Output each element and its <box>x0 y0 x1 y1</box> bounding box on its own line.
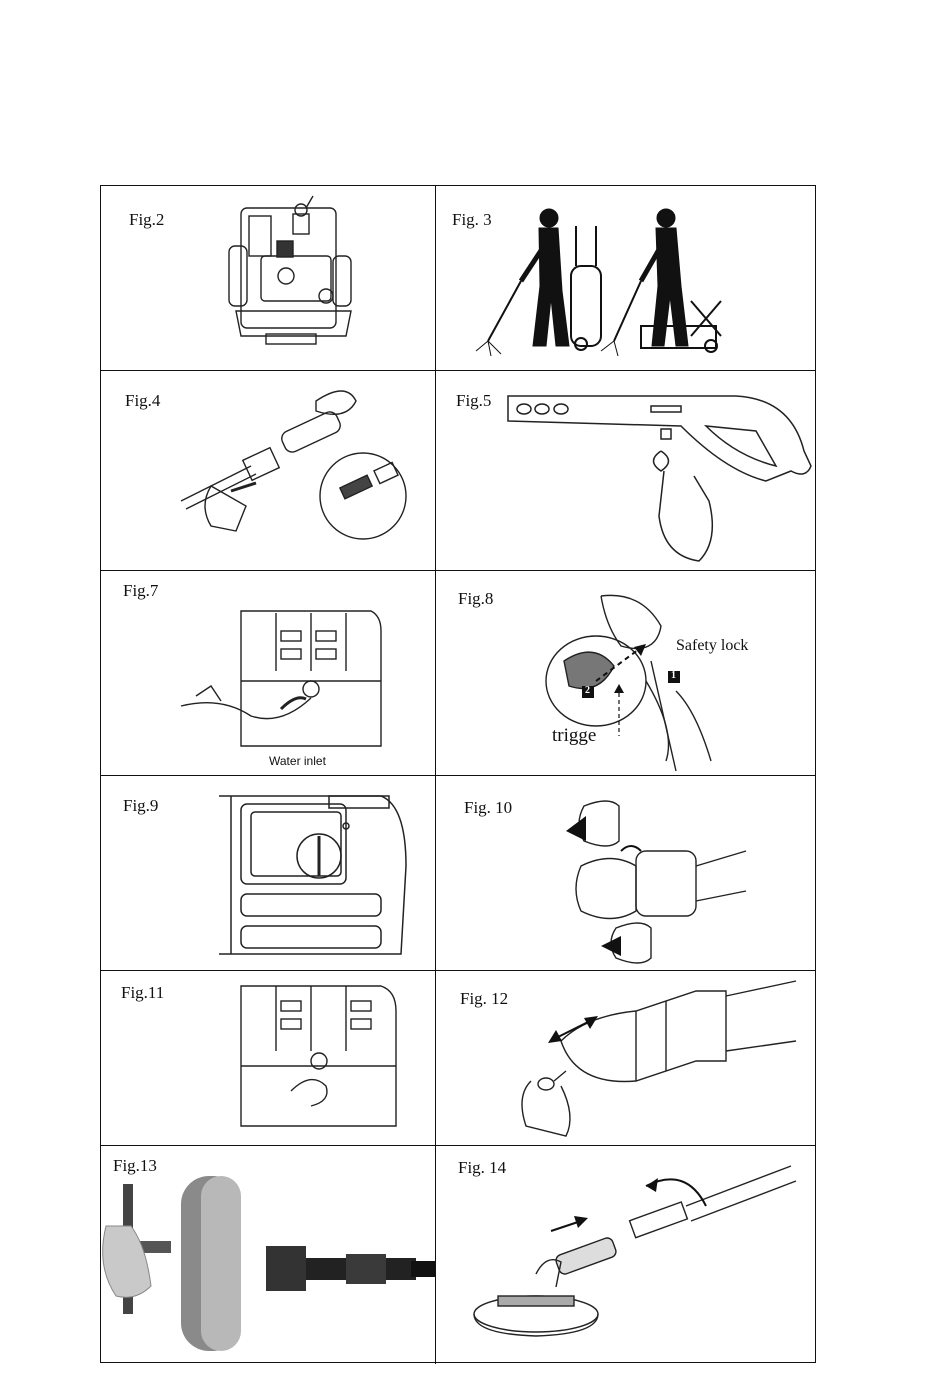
surface-cleaner-attachment-illustration <box>436 1146 815 1364</box>
safety-lock-callout: Safety lock <box>676 637 748 655</box>
nozzle-adjustment-illustration <box>436 776 815 970</box>
figure-grid: Fig.2 Fig <box>100 185 816 1363</box>
step-1-marker: 1 <box>671 670 676 681</box>
row-4: Fig.9 Fig. 10 <box>101 776 815 971</box>
fig13-cell: Fig.13 <box>101 1146 436 1364</box>
row-2: Fig.4 Fig.5 <box>101 371 815 571</box>
water-inlet-caption: Water inlet <box>269 754 326 768</box>
step-2-marker: 2 <box>585 685 590 696</box>
hose-connection-illustration <box>101 371 436 570</box>
row-3: Fig.7 Water inlet <box>101 571 815 776</box>
surface-cleaner-assembly-photo <box>101 1146 436 1364</box>
fig11-cell: Fig.11 <box>101 971 436 1145</box>
water-inlet-connection-illustration <box>101 571 436 775</box>
filter-cleaning-illustration <box>101 971 436 1145</box>
fig4-cell: Fig.4 <box>101 371 436 570</box>
nozzle-cleaning-illustration <box>436 971 815 1145</box>
row-1: Fig.2 Fig <box>101 186 815 371</box>
trigger-safety-lock-illustration <box>436 571 815 775</box>
fig8-cell: Fig.8 Safety lock trigge 1 <box>436 571 815 775</box>
fig5-cell: Fig.5 <box>436 371 815 570</box>
trigger-callout: trigge <box>552 725 596 747</box>
fig7-cell: Fig.7 Water inlet <box>101 571 436 775</box>
fig9-cell: Fig.9 <box>101 776 436 970</box>
fig2-cell: Fig.2 <box>101 186 436 370</box>
fig10-cell: Fig. 10 <box>436 776 815 970</box>
fig12-cell: Fig. 12 <box>436 971 815 1145</box>
power-switch-illustration <box>101 776 436 970</box>
spray-gun-illustration <box>436 371 815 570</box>
fig14-cell: Fig. 14 <box>436 1146 815 1364</box>
pressure-washer-front-illustration <box>101 186 436 370</box>
row-5: Fig.11 Fig. 12 <box>101 971 815 1146</box>
operator-posture-illustration <box>436 186 815 370</box>
row-6: Fig.13 Fig. 14 <box>101 1146 815 1364</box>
fig3-cell: Fig. 3 <box>436 186 815 370</box>
